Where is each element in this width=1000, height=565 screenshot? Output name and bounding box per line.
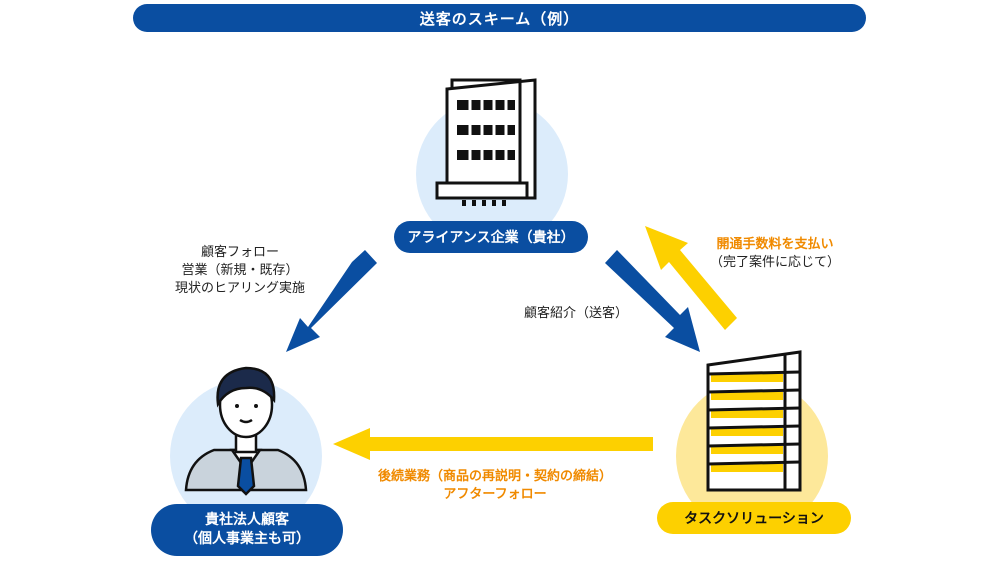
label-alliance-to-task: 顧客紹介（送客） [524, 306, 629, 321]
label-line: 顧客フォロー [200, 245, 279, 260]
customer-node-line1: 貴社法人顧客 [205, 512, 289, 528]
office-building-icon [435, 78, 537, 206]
arrow-alliance-to-task [605, 250, 700, 352]
label-task-to-customer: 後続業務（商品の再説明・契約の締結） アフターフォロー [360, 468, 630, 504]
arrow-task-to-alliance [645, 226, 737, 330]
label-line: 現状のヒアリング実施 [174, 281, 305, 296]
label-line: 後続業務（商品の再説明・契約の締結） [377, 469, 612, 484]
task-building-icon [706, 350, 802, 492]
businessman-icon [184, 366, 308, 496]
task-node-label: タスクソリューション [657, 502, 851, 534]
arrow-task-to-customer [333, 428, 653, 460]
arrow-alliance-to-customer [286, 250, 377, 352]
label-line: 開通手数料を支払い [716, 237, 834, 252]
label-alliance-to-customer: 顧客フォロー 営業（新規・既存） 現状のヒアリング実施 [160, 244, 320, 298]
label-task-to-alliance: 開通手数料を支払い （完了案件に応じて） [700, 236, 850, 272]
customer-node-label: 貴社法人顧客 （個人事業主も可） [151, 504, 343, 556]
label-line: （完了案件に応じて） [709, 255, 840, 270]
alliance-node-label: アライアンス企業（貴社） [394, 221, 588, 253]
label-line: アフターフォロー [443, 487, 547, 502]
label-line: 営業（新規・既存） [181, 263, 299, 278]
scheme-title: 送客のスキーム（例） [133, 4, 866, 32]
customer-node-line2: （個人事業主も可） [184, 531, 310, 547]
